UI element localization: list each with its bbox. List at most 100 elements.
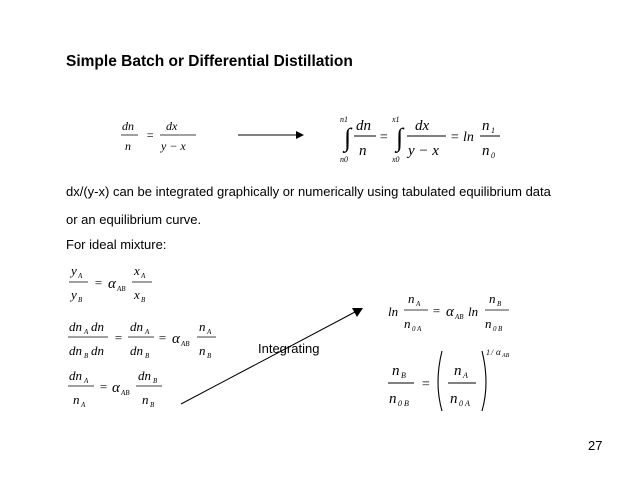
svg-text:n: n — [199, 319, 206, 334]
svg-text:dn: dn — [69, 368, 82, 383]
svg-text:n: n — [389, 391, 397, 407]
svg-text:n: n — [408, 291, 415, 306]
svg-text:dn: dn — [69, 319, 82, 334]
svg-text:dx: dx — [166, 119, 178, 133]
page-number: 27 — [588, 438, 603, 453]
svg-text:x: x — [133, 263, 140, 278]
svg-text:α: α — [496, 347, 501, 357]
svg-text:dn: dn — [138, 368, 151, 383]
svg-text:AB: AB — [501, 353, 510, 359]
svg-text:=: = — [379, 130, 388, 145]
svg-text:A: A — [83, 377, 89, 385]
svg-text:0: 0 — [459, 399, 463, 408]
paragraph-equilibrium-curve: or an equilibrium curve. — [66, 212, 202, 227]
equation-differential-ratio: dn A dn dn B dn = dn A dn B = α AB n A n… — [68, 319, 216, 360]
svg-text:0: 0 — [398, 399, 402, 408]
svg-text:=: = — [421, 377, 430, 392]
svg-text:=: = — [94, 275, 103, 290]
svg-text:dn: dn — [69, 343, 82, 358]
svg-text:dn: dn — [91, 319, 104, 334]
svg-text:B: B — [498, 325, 503, 333]
svg-text:A: A — [464, 399, 470, 408]
svg-text:1: 1 — [491, 126, 495, 135]
svg-text:x0: x0 — [391, 155, 400, 164]
svg-text:dn: dn — [91, 343, 104, 358]
svg-text:ln: ln — [388, 304, 398, 319]
svg-text:A: A — [83, 328, 89, 336]
svg-text:A: A — [416, 325, 422, 333]
svg-text:n1: n1 — [340, 115, 348, 124]
equation-relative-volatility: y A y B = α AB x A x B — [69, 263, 152, 304]
paragraph-integration: dx/(y-x) can be integrated graphically o… — [66, 184, 551, 199]
svg-text:n: n — [199, 343, 206, 358]
svg-text:n: n — [392, 363, 400, 379]
svg-text:x: x — [133, 287, 140, 302]
svg-text:dn: dn — [356, 118, 371, 134]
svg-text:=: = — [432, 303, 441, 318]
svg-text:n: n — [73, 392, 80, 407]
svg-text:B: B — [78, 296, 83, 304]
svg-text:dn: dn — [122, 119, 134, 133]
svg-text:0: 0 — [491, 151, 495, 160]
right-arrow-icon — [238, 131, 304, 139]
svg-text:A: A — [140, 272, 146, 280]
svg-text:n: n — [142, 392, 149, 407]
integrating-label: Integrating — [258, 341, 320, 356]
equation-log-form: ln n A n 0 A = α AB ln n B n 0 B — [388, 291, 509, 333]
svg-text:y: y — [69, 263, 77, 278]
svg-text:=: = — [158, 330, 167, 345]
equation-power-form: n B n 0 B = n A n 0 A 1 / α AB — [388, 347, 510, 412]
svg-text:α: α — [446, 304, 455, 320]
svg-text:B: B — [207, 352, 212, 360]
svg-text:=: = — [114, 330, 123, 345]
svg-text:B: B — [84, 352, 89, 360]
paragraph-ideal-mixture: For ideal mixture: — [66, 237, 167, 252]
svg-text:AB: AB — [180, 340, 190, 348]
svg-text:B: B — [497, 300, 502, 308]
svg-text:n: n — [404, 316, 411, 331]
svg-text:α: α — [112, 380, 121, 396]
svg-text:n: n — [482, 143, 490, 159]
svg-text:y − x: y − x — [406, 143, 439, 159]
svg-text:∫: ∫ — [394, 123, 405, 153]
equation-separated: dn A n A = α AB dn B n B — [68, 368, 162, 409]
svg-text:ln: ln — [463, 130, 474, 145]
svg-text:AB: AB — [120, 389, 130, 397]
svg-text:n: n — [450, 391, 458, 407]
svg-text:B: B — [150, 401, 155, 409]
svg-text:/: / — [490, 348, 494, 357]
equation-integrated: n1 ∫ n0 dn n = x1 ∫ x0 dx y − x = ln n 1… — [340, 115, 500, 164]
svg-text:0: 0 — [493, 325, 497, 333]
svg-text:B: B — [145, 352, 150, 360]
svg-text:α: α — [108, 276, 117, 292]
svg-text:AB: AB — [454, 313, 464, 321]
equation-differential: dn n = dx y − x — [121, 119, 196, 153]
svg-text:=: = — [450, 130, 459, 145]
svg-text:ln: ln — [468, 304, 478, 319]
svg-text:=: = — [99, 379, 108, 394]
svg-text:n: n — [482, 118, 490, 134]
svg-text:α: α — [172, 331, 181, 347]
diagonal-arrow-icon — [180, 308, 363, 405]
svg-text:A: A — [415, 300, 421, 308]
svg-text:n: n — [454, 363, 462, 379]
svg-text:n: n — [489, 291, 496, 306]
svg-text:1: 1 — [486, 348, 490, 357]
svg-text:=: = — [146, 128, 154, 142]
svg-text:B: B — [153, 377, 158, 385]
svg-text:∫: ∫ — [342, 123, 353, 153]
svg-text:0: 0 — [412, 325, 416, 333]
svg-text:y: y — [69, 287, 77, 302]
svg-text:A: A — [77, 272, 83, 280]
svg-text:x1: x1 — [391, 115, 400, 124]
svg-text:n: n — [485, 316, 492, 331]
svg-text:B: B — [404, 399, 409, 408]
svg-text:A: A — [462, 371, 468, 380]
svg-text:A: A — [80, 401, 86, 409]
svg-text:n: n — [125, 139, 131, 153]
svg-text:A: A — [144, 328, 150, 336]
slide-title: Simple Batch or Differential Distillatio… — [66, 53, 353, 70]
svg-text:n0: n0 — [340, 155, 348, 164]
svg-text:AB: AB — [116, 285, 126, 293]
svg-text:dx: dx — [415, 118, 430, 134]
